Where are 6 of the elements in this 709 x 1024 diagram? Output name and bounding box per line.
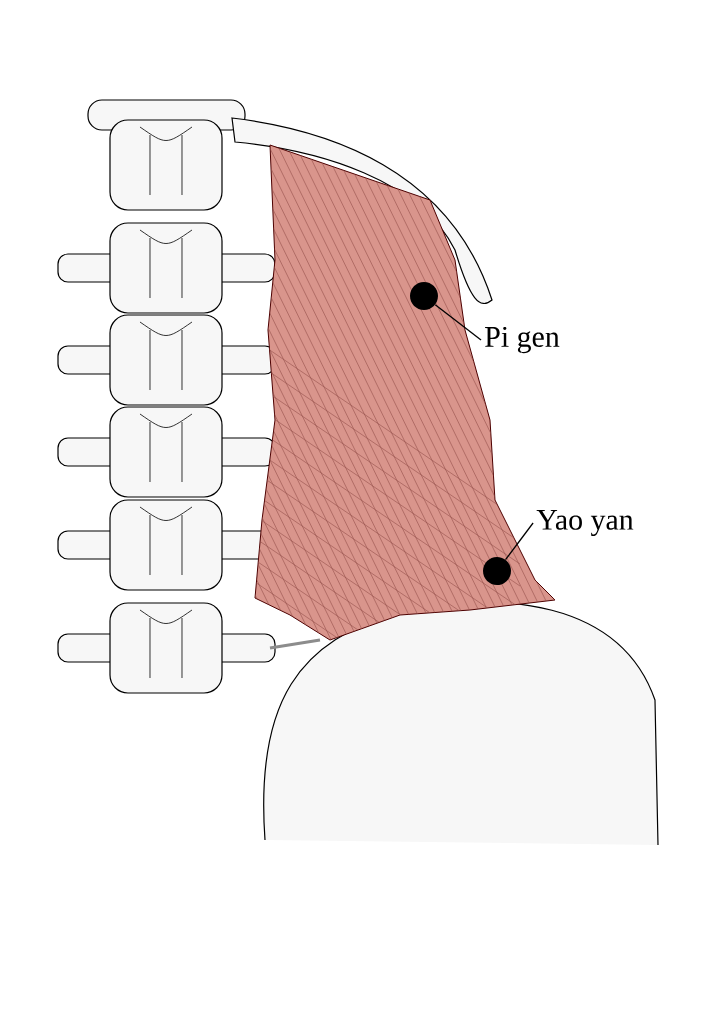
leader-line	[434, 304, 482, 341]
leader-line	[504, 522, 534, 561]
point-marker	[410, 282, 438, 310]
point-marker	[483, 557, 511, 585]
point-label: Pi gen	[485, 326, 560, 354]
point-label: Yao yan	[536, 510, 634, 536]
